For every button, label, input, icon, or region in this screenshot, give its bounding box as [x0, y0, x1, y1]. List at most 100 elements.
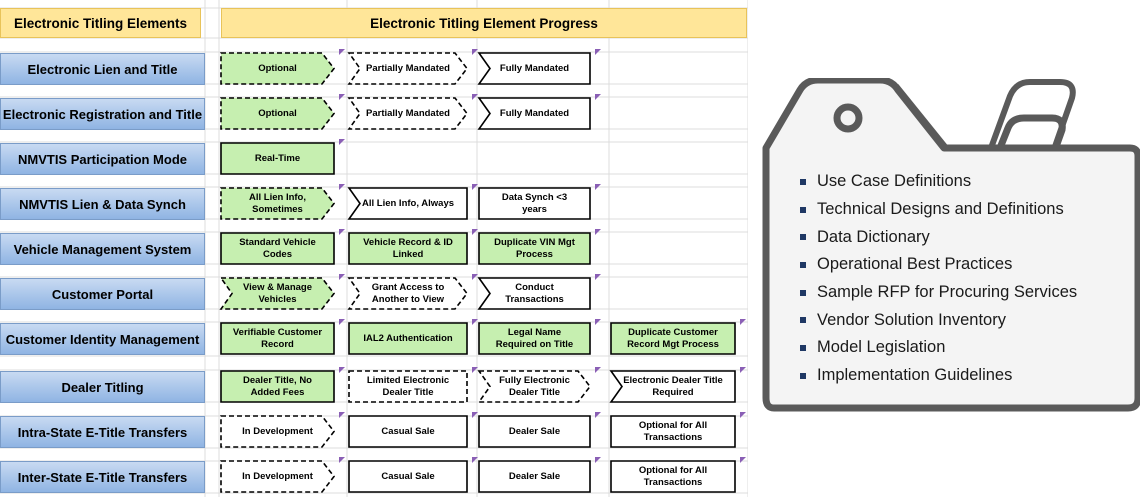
progress-box-shape [220, 142, 335, 175]
progress-box-shape [610, 415, 736, 448]
comment-indicator-icon [740, 412, 746, 418]
progress-box: Conduct Transactions [477, 277, 591, 310]
comment-indicator-icon [472, 412, 478, 418]
progress-box: Duplicate Customer Record Mgt Process [610, 322, 736, 355]
row-label: Dealer Titling [0, 371, 205, 403]
deliverable-item: Use Case Definitions [800, 168, 1077, 196]
bullet-square-icon [800, 234, 806, 241]
progress-box-label: Casual Sale [381, 425, 435, 437]
progress-box: Vehicle Record & ID Linked [348, 232, 468, 265]
row-label: NMVTIS Lien & Data Synch [0, 188, 205, 220]
comment-indicator-icon [339, 367, 345, 373]
progress-box-shape [478, 232, 591, 265]
deliverable-item: Model Legislation [800, 334, 1077, 362]
bullet-square-icon [800, 372, 806, 379]
deliverable-item: Operational Best Practices [800, 251, 1077, 279]
progress-box-label: Partially Mandated [366, 62, 450, 74]
comment-indicator-icon [472, 274, 478, 280]
comment-indicator-icon [339, 457, 345, 463]
progress-box-shape [220, 460, 336, 493]
progress-box: Optional [220, 97, 336, 130]
bullet-square-icon [800, 344, 806, 351]
progress-box-label: Duplicate VIN Mgt Process [494, 236, 575, 260]
progress-box: Casual Sale [348, 460, 468, 493]
row-label: Customer Portal [0, 278, 205, 310]
briefcase-tag-icon [762, 78, 1140, 412]
progress-box-shape [348, 415, 468, 448]
comment-indicator-icon [740, 319, 746, 325]
progress-box-shape [610, 460, 736, 493]
progress-box: All Lien Info, Sometimes [220, 187, 336, 220]
progress-box-label: Electronic Dealer Title Required [623, 374, 723, 398]
progress-box-shape [348, 322, 468, 355]
progress-box-label: Optional [258, 107, 297, 119]
comment-indicator-icon [595, 457, 601, 463]
progress-box-shape [220, 97, 336, 130]
progress-box-shape [220, 52, 336, 85]
progress-box-label: Casual Sale [381, 470, 435, 482]
progress-box-shape [610, 322, 736, 355]
progress-box-shape [347, 52, 469, 85]
progress-box-label: Dealer Sale [508, 470, 561, 482]
deliverable-item: Technical Designs and Definitions [800, 196, 1077, 224]
progress-box-label: Fully Mandated [499, 107, 570, 119]
progress-box: Data Synch <3 years [478, 187, 591, 220]
progress-box-label: Verifiable Customer Record [232, 326, 323, 350]
bullet-square-icon [800, 289, 806, 296]
progress-box-label: View & Manage Vehicles [243, 281, 312, 305]
bullet-square-icon [800, 317, 806, 324]
row-label: Vehicle Management System [0, 233, 205, 265]
deliverable-label: Technical Designs and Definitions [817, 200, 1064, 219]
progress-box-shape [347, 97, 469, 130]
progress-box-label: Optional for All Transactions [638, 419, 708, 443]
deliverable-item: Implementation Guidelines [800, 362, 1077, 390]
progress-box-shape [220, 322, 335, 355]
progress-box: View & Manage Vehicles [219, 277, 336, 310]
comment-indicator-icon [595, 184, 601, 190]
tag-body [762, 78, 1140, 412]
progress-box-shape [477, 370, 592, 403]
progress-box: In Development [220, 415, 336, 448]
progress-box: Fully Mandated [477, 52, 591, 85]
progress-box-shape [477, 52, 591, 85]
progress-box-shape [220, 370, 335, 403]
progress-box-shape [478, 187, 591, 220]
deliverable-label: Use Case Definitions [817, 172, 972, 191]
comment-indicator-icon [595, 412, 601, 418]
progress-box-label: Conduct Transactions [505, 281, 564, 305]
bullet-square-icon [800, 261, 806, 268]
comment-indicator-icon [339, 139, 345, 145]
progress-box-shape [220, 415, 336, 448]
progress-box: Dealer Sale [478, 460, 591, 493]
comment-indicator-icon [595, 49, 601, 55]
progress-box: In Development [220, 460, 336, 493]
progress-box: IAL2 Authentication [348, 322, 468, 355]
comment-indicator-icon [339, 319, 345, 325]
progress-box: Dealer Title, No Added Fees [220, 370, 335, 403]
comment-indicator-icon [472, 457, 478, 463]
row-label: Intra-State E-Title Transfers [0, 416, 205, 448]
progress-box-label: Vehicle Record & ID Linked [363, 236, 453, 260]
deliverable-label: Sample RFP for Procuring Services [817, 283, 1078, 302]
progress-box-label: Grant Access to Another to View [371, 281, 445, 305]
comment-indicator-icon [595, 319, 601, 325]
progress-box: Partially Mandated [347, 97, 469, 130]
deliverable-label: Implementation Guidelines [817, 366, 1013, 385]
progress-box-label: In Development [242, 425, 313, 437]
progress-box-shape [348, 460, 468, 493]
progress-box: Optional for All Transactions [610, 415, 736, 448]
progress-box: Legal Name Required on Title [478, 322, 591, 355]
progress-box-label: Optional [258, 62, 297, 74]
comment-indicator-icon [339, 412, 345, 418]
row-label: Electronic Lien and Title [0, 53, 205, 85]
comment-indicator-icon [472, 184, 478, 190]
comment-indicator-icon [595, 367, 601, 373]
header-progress: Electronic Titling Element Progress [221, 8, 747, 38]
comment-indicator-icon [595, 229, 601, 235]
comment-indicator-icon [595, 274, 601, 280]
comment-indicator-icon [595, 94, 601, 100]
progress-box-shape [478, 415, 591, 448]
row-label: Inter-State E-Title Transfers [0, 461, 205, 493]
progress-box-label: Standard Vehicle Codes [239, 236, 316, 260]
